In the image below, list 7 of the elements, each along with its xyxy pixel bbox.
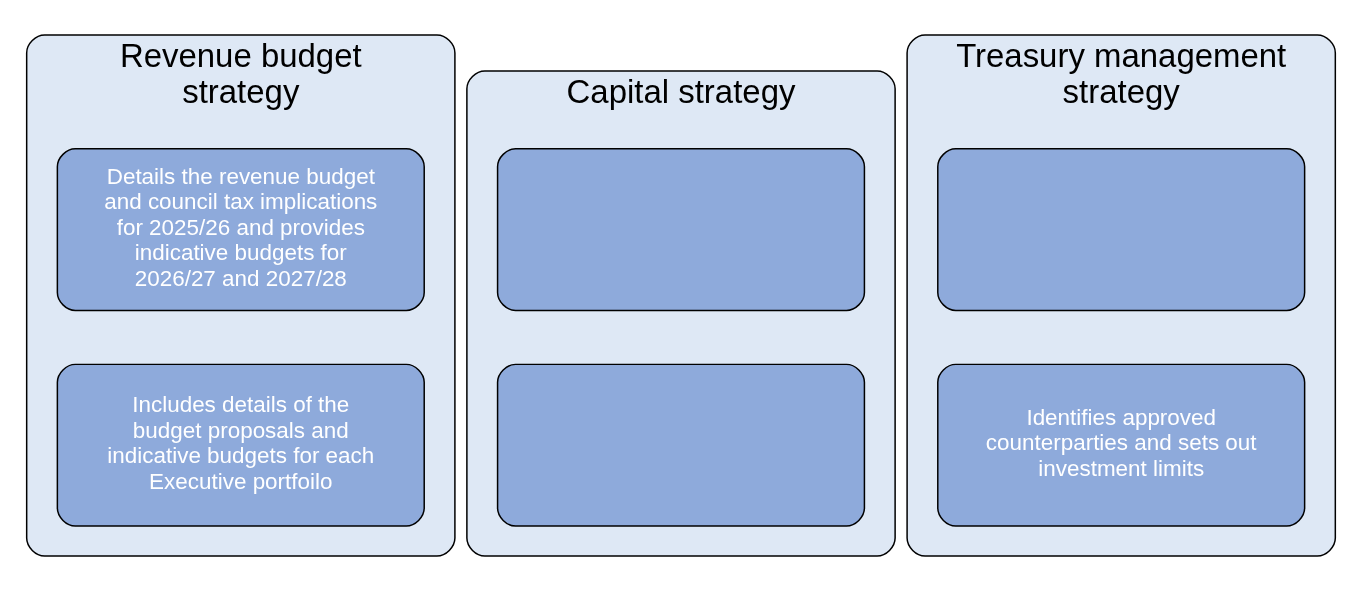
node-box — [937, 147, 1306, 311]
node-box — [496, 363, 866, 527]
node-box: Includes details of the budget proposals and indicative budgets for each Executive portfoilo — [56, 363, 425, 527]
node-box: Identifies approved counterparties and sets out investment limits — [937, 363, 1306, 527]
cluster: Capital strategy — [466, 69, 896, 557]
node-box: Details the revenue budget and council tax implications for 2025/26 and provides indicative budgets for 2026/27 and 2027/28 — [56, 147, 425, 311]
node-box — [496, 147, 866, 311]
